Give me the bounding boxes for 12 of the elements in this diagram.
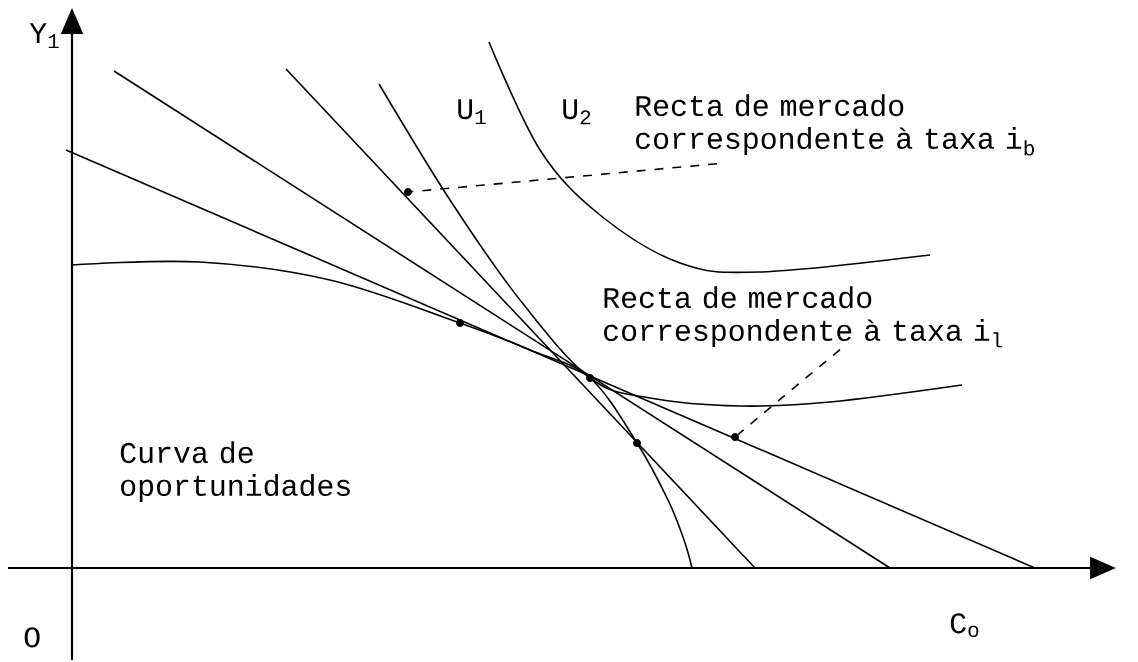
origin-label: O [24, 627, 40, 648]
axis-label: C$_{o}$ [950, 613, 979, 638]
annotation-text: Recta de mercado correspondente à taxa i$_{l}$ [604, 286, 1003, 348]
point-marker [731, 433, 739, 441]
leader-line [411, 162, 718, 193]
curve-label: U$_{2}$ [563, 99, 591, 125]
annotation-text: Curva de oportunidades [120, 441, 350, 502]
leader-line [737, 348, 841, 436]
curve-label: U$_{1}$ [458, 99, 486, 125]
point-marker [404, 188, 412, 196]
annotation-text: Recta de mercado correspondente à taxa i$_{b}$ [636, 94, 1034, 156]
axis-label: Y$_{1}$ [29, 23, 59, 49]
